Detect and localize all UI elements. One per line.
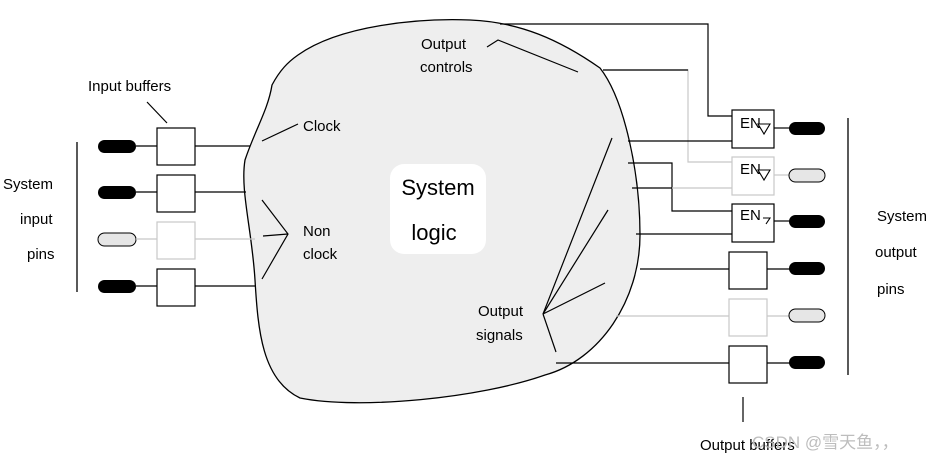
output-buffer-5 (728, 298, 768, 337)
output-buffer-3-clock-icon (763, 217, 772, 225)
output-pin-2 (788, 168, 826, 183)
input-buffer-3 (156, 221, 196, 260)
input-pin-4 (98, 280, 136, 293)
input-pin-3 (97, 232, 137, 247)
output-buffer-1-clock-icon (757, 123, 771, 136)
output-signals-label-1: Output (478, 303, 524, 320)
system-logic-box (390, 164, 486, 254)
output-buffer-1-en: EN (740, 115, 761, 132)
watermark: CSDN @雪天鱼，， (752, 433, 899, 452)
output-controls-pointer (486, 39, 579, 73)
clock-label: Clock (303, 118, 341, 135)
input-buffers-label: Input buffers (88, 78, 171, 95)
non-clock-pointer-mid (262, 233, 289, 237)
system-output-label-2: output (875, 244, 918, 261)
output-controls-label-2: controls (420, 59, 473, 76)
output-pin-5 (788, 308, 826, 323)
output-signals-pointer-2 (542, 209, 609, 315)
output-pin-6 (789, 356, 825, 369)
input-buffer-1 (156, 127, 196, 166)
system-input-label-1: System (3, 176, 53, 193)
system-logic-label-2: logic (411, 220, 456, 245)
input-buffer-2 (156, 174, 196, 213)
input-buffers-pointer (146, 101, 168, 124)
output-signals-pointer-1 (542, 137, 613, 315)
output-buffer-3 (731, 203, 775, 243)
system-output-label-3: pins (877, 281, 905, 298)
input-buffer-4 (156, 268, 196, 307)
input-pin-2 (98, 186, 136, 199)
output-signals-pointer-4 (542, 313, 557, 353)
clock-pointer (261, 123, 299, 142)
output-signals-label-2: signals (476, 327, 523, 344)
system-output-label-1: System (877, 208, 927, 225)
non-clock-label-2: clock (303, 246, 338, 263)
output-buffer-2-en: EN (740, 161, 761, 178)
output-buffers-label: Output buffers (700, 437, 795, 454)
non-clock-label-1: Non (303, 223, 331, 240)
output-controls-label-1: Output (421, 36, 467, 53)
system-input-label-3: pins (27, 246, 55, 263)
output-signals-pointer-3 (542, 282, 606, 315)
output-buffer-1 (731, 109, 775, 149)
input-pin-1 (98, 140, 136, 153)
system-logic-label-1: System (401, 175, 474, 200)
control-wire-3 (628, 162, 732, 212)
output-buffer-3-en: EN (740, 207, 761, 224)
output-buffer-6 (728, 345, 768, 384)
output-pin-4 (789, 262, 825, 275)
output-pin-3 (789, 215, 825, 228)
output-buffer-4 (728, 251, 768, 290)
output-pin-1 (789, 122, 825, 135)
output-buffer-2-clock-icon (757, 169, 771, 182)
control-wire-1 (500, 23, 732, 117)
system-input-label-2: input (20, 211, 53, 228)
